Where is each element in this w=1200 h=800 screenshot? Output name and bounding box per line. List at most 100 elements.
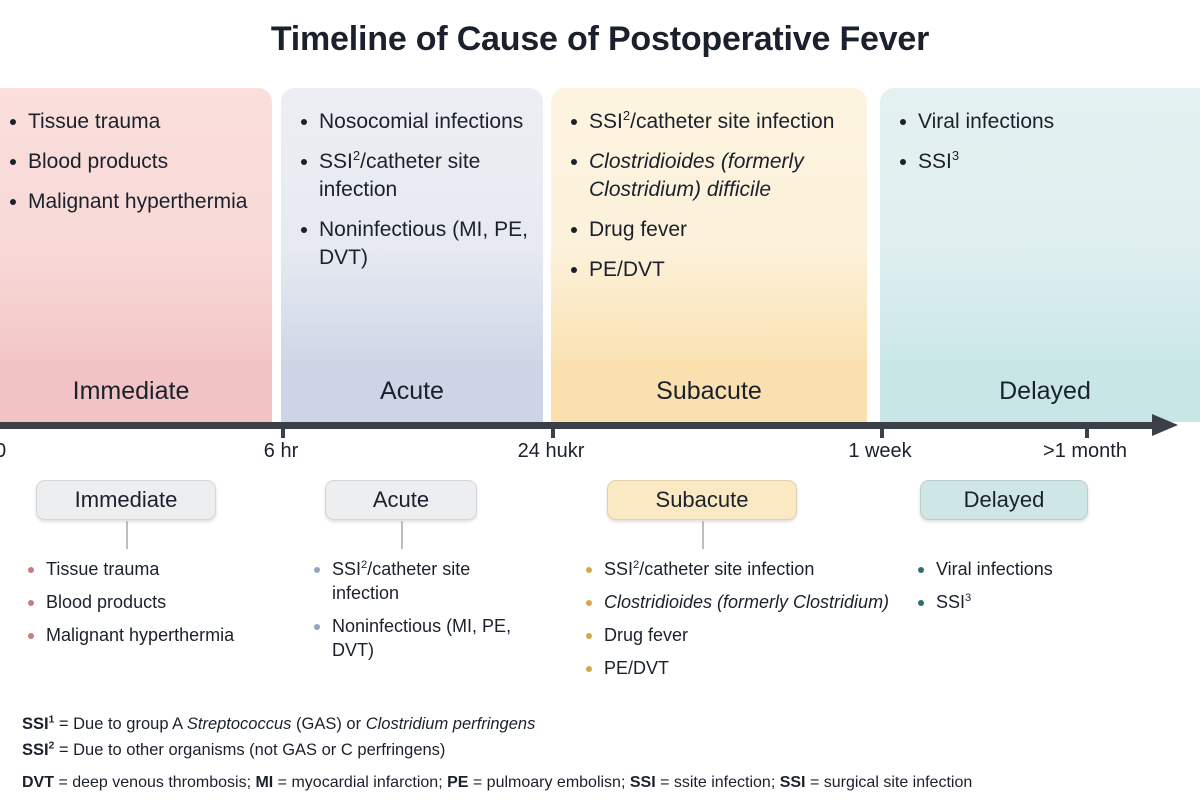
list-item: Viral infections [916, 558, 1196, 582]
stage-band-label-subacute: Subacute [551, 360, 867, 422]
list-item: Tissue trauma [6, 108, 258, 136]
stage-band-label-acute: Acute [281, 360, 543, 422]
list-item: SSI2/catheter site infection [567, 108, 853, 136]
axis-tick-label: >1 month [1043, 440, 1127, 462]
list-item: Blood products [26, 591, 276, 615]
list-item: SSI2/catheter site infection [312, 558, 542, 606]
text-run: Drug fever [589, 217, 688, 241]
list-item: SSI2/catheter site infection [297, 148, 529, 204]
text-run: 3 [951, 147, 960, 163]
pill-connector-acute [401, 521, 403, 549]
text-run: /catheter site infection [639, 559, 815, 579]
pill-connector-immediate [126, 521, 128, 549]
stage-band-label-delayed: Delayed [880, 360, 1200, 422]
text-run: PE/DVT [589, 257, 665, 281]
list-item: Tissue trauma [26, 558, 276, 582]
text-run: 2 [633, 559, 640, 571]
pill-connector-subacute [702, 521, 704, 549]
text-run: Tissue trauma [28, 110, 161, 133]
axis-tick-label: 1 week [848, 440, 912, 462]
text-run: Viral infections [936, 559, 1053, 579]
axis-tick-label: 24 hukr [517, 440, 585, 462]
text-run: SSI [332, 559, 362, 579]
text-run: 2 [622, 108, 631, 123]
text-run: SSI [779, 774, 806, 792]
text-run: Noninfectious (MI, PE, DVT) [319, 217, 528, 269]
text-run: Noninfectious (MI, PE, DVT) [332, 615, 512, 660]
text-run: /catheter site infection [319, 149, 481, 201]
footnote-ssi2: SSI2 = Due to other organisms (not GAS o… [22, 738, 1192, 764]
list-item: Drug fever [584, 624, 904, 648]
text-run: DVT [22, 774, 54, 792]
text-run: SSI [319, 149, 353, 173]
text-run: = surgical site infection [805, 774, 973, 792]
list-item: SSI3 [916, 591, 1196, 615]
list-item: PE/DVT [584, 657, 904, 681]
stage-pill-acute[interactable]: Acute [325, 480, 477, 520]
footnote-block: SSI1 = Due to group A Streptococcus (GAS… [22, 712, 1192, 796]
text-run: Streptococcus [186, 715, 292, 733]
list-item: Drug fever [567, 216, 853, 244]
axis-arrow-icon [1152, 414, 1178, 436]
text-run: SSI [22, 740, 49, 759]
axis-tick-label: 0 [0, 440, 7, 462]
text-run: Clostridioides (formerly Clostridium) di… [589, 149, 804, 201]
text-run: /catheter site infection [630, 110, 835, 133]
list-item: Clostridioides (formerly Clostridium) di… [567, 148, 853, 204]
text-run: Malignant hyperthermia [28, 189, 248, 213]
list-item: Nosocomial infections [297, 108, 529, 136]
text-run: SSI [936, 591, 966, 612]
axis-tick [1085, 429, 1089, 438]
text-run: (GAS) or [291, 715, 366, 733]
axis-tick-label: 6 hr [263, 440, 299, 462]
list-item: Malignant hyperthermia [6, 188, 258, 216]
stage-band: Immediate Acute Subacute Delayed [0, 360, 1200, 422]
axis-line [0, 422, 1158, 429]
stage-pill-immediate[interactable]: Immediate [36, 480, 216, 520]
list-item: Viral infections [896, 108, 1196, 136]
list-item: Noninfectious (MI, PE, DVT) [297, 216, 529, 272]
text-run: Drug fever [604, 624, 689, 645]
text-run: 2 [361, 559, 368, 571]
text-run: Malignant hyperthermia [46, 624, 235, 645]
list-item: Blood products [6, 148, 258, 176]
text-run: 2 [352, 147, 361, 163]
text-run: MI [255, 774, 274, 792]
text-run: = pulmoary embolisn; [468, 774, 630, 792]
axis-tick [880, 429, 884, 438]
footnote-ssi1: SSI1 = Due to group A Streptococcus (GAS… [22, 712, 1192, 738]
stage-summary-section: Immediate Acute Subacute Delayed Tissue … [0, 480, 1200, 710]
text-run: Clostridioides (formerly Clostridium) [604, 591, 890, 612]
text-run: = deep venous thrombosis; [54, 774, 256, 792]
page-title: Timeline of Cause of Postoperative Fever [270, 20, 930, 58]
text-run: Viral infections [918, 110, 1055, 133]
text-run: = myocardial infarction; [273, 774, 448, 792]
list-item: Noninfectious (MI, PE, DVT) [312, 615, 542, 663]
list-item: SSI2/catheter site infection [584, 558, 904, 582]
text-run: PE/DVT [604, 657, 670, 678]
list-item: PE/DVT [567, 256, 853, 284]
list-item: Clostridioides (formerly Clostridium) [584, 591, 904, 615]
stage-pill-delayed[interactable]: Delayed [920, 480, 1088, 520]
text-run: SSI [604, 559, 634, 579]
text-run: 3 [965, 591, 972, 604]
text-run: = Due to other organisms (not GAS or C p… [54, 740, 446, 759]
text-run: Blood products [28, 149, 169, 173]
text-run: PE [447, 774, 469, 792]
stage-pill-subacute[interactable]: Subacute [607, 480, 797, 520]
